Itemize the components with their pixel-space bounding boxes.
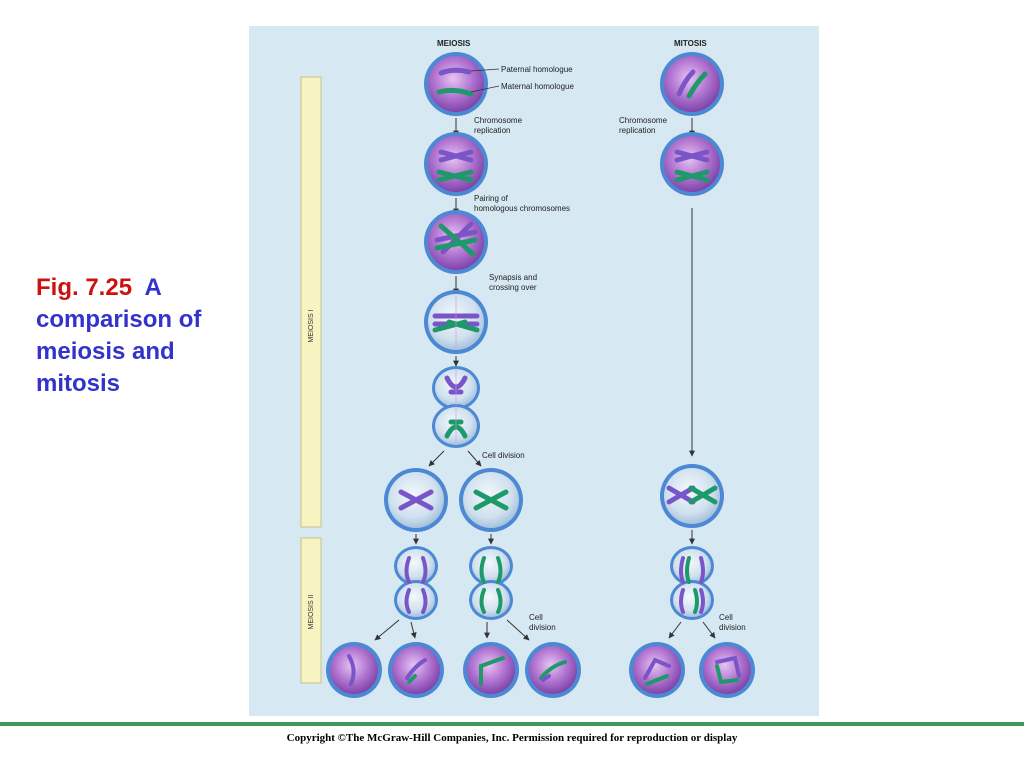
mitosis-replication-label-1: Chromosome bbox=[619, 116, 668, 125]
meiosis1-label: MEIOSIS I bbox=[308, 309, 315, 342]
cell-division-label-3b: division bbox=[719, 623, 746, 632]
meiosis-cell-3 bbox=[424, 210, 488, 274]
copyright-notice: Copyright ©The McGraw-Hill Companies, In… bbox=[286, 732, 738, 744]
gamete-2 bbox=[388, 642, 444, 698]
meiosis2-dividing-left bbox=[394, 546, 438, 620]
mitosis-replication-label-2: replication bbox=[619, 126, 655, 135]
diagram-canvas: MEIOSIS I MEIOSIS II MEIOSIS MITOSIS Pat… bbox=[300, 39, 755, 698]
mitosis-daughter-left bbox=[629, 642, 685, 698]
paternal-homologue-label: Paternal homologue bbox=[501, 65, 573, 74]
gamete-1 bbox=[326, 642, 382, 698]
mitosis-dividing-cell bbox=[670, 546, 714, 620]
footer-rule bbox=[0, 722, 1024, 726]
meiosis-header: MEIOSIS bbox=[437, 39, 471, 48]
cell-division-label-2a: Cell bbox=[529, 613, 543, 622]
cell-division-label-2b: division bbox=[529, 623, 556, 632]
cell-division-label-1: Cell division bbox=[482, 451, 525, 460]
meiosis-cell-1 bbox=[424, 52, 488, 116]
meiosis1-bar bbox=[300, 76, 322, 528]
maternal-homologue-label: Maternal homologue bbox=[501, 82, 574, 91]
meiosis-dividing-cell bbox=[432, 366, 480, 448]
meiosis1-daughter-right bbox=[459, 468, 523, 532]
pairing-label-1: Pairing of bbox=[474, 194, 509, 203]
meiosis-mitosis-diagram: MEIOSIS I MEIOSIS II MEIOSIS MITOSIS Pat… bbox=[249, 26, 819, 716]
meiosis2-label: MEIOSIS II bbox=[308, 594, 315, 629]
mitosis-cell-3 bbox=[660, 464, 724, 528]
figure-title: A comparison of meiosis and mitosis bbox=[36, 274, 202, 397]
figure-caption: Fig. 7.25 A comparison of meiosis and mi… bbox=[36, 272, 236, 400]
synapsis-label-1: Synapsis and bbox=[489, 273, 537, 282]
meiosis2-dividing-right bbox=[469, 546, 513, 620]
figure-number: Fig. 7.25 bbox=[36, 274, 133, 301]
replication-label-2: replication bbox=[474, 126, 510, 135]
gamete-4 bbox=[525, 642, 581, 698]
meiosis-cell-2 bbox=[424, 132, 488, 196]
meiosis1-daughter-left bbox=[384, 468, 448, 532]
gamete-3 bbox=[463, 642, 519, 698]
mitosis-daughter-right bbox=[699, 642, 755, 698]
replication-label-1: Chromosome bbox=[474, 116, 523, 125]
mitosis-cell-1 bbox=[660, 52, 724, 116]
mitosis-cell-2 bbox=[660, 132, 724, 196]
meiosis-cell-4 bbox=[424, 290, 488, 354]
cell-division-label-3a: Cell bbox=[719, 613, 733, 622]
pairing-label-2: homologous chromosomes bbox=[474, 204, 570, 213]
meiosis2-bar bbox=[300, 537, 322, 684]
mitosis-header: MITOSIS bbox=[674, 39, 707, 48]
synapsis-label-2: crossing over bbox=[489, 283, 537, 292]
